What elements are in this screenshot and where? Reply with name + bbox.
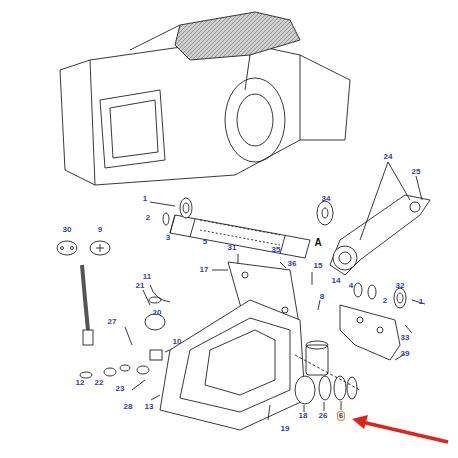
callout-number: 24 xyxy=(384,153,393,161)
callout-number: 30 xyxy=(63,226,72,234)
callout-number: 18 xyxy=(299,412,308,420)
callout-number: 12 xyxy=(76,379,85,387)
callout-number: 15 xyxy=(314,262,323,270)
callout-number: 6 xyxy=(337,411,345,421)
callout-number: 2 xyxy=(383,297,387,305)
callout-number: 20 xyxy=(153,309,162,317)
callout-number: 10 xyxy=(173,338,182,346)
callout-number: 2 xyxy=(146,214,150,222)
callout-number: 34 xyxy=(322,195,331,203)
callout-number: 27 xyxy=(108,318,117,326)
callout-number: 33 xyxy=(401,334,410,342)
callout-number: 26 xyxy=(319,412,328,420)
callout-number: A xyxy=(314,238,321,248)
callout-number: 29 xyxy=(401,350,410,358)
callout-number: 13 xyxy=(145,403,154,411)
callout-number: 9 xyxy=(98,226,102,234)
callout-number: 8 xyxy=(320,293,324,301)
callout-number: 25 xyxy=(412,168,421,176)
callout-number: 17 xyxy=(200,266,209,274)
callout-number: 4 xyxy=(349,282,353,290)
callout-number: 36 xyxy=(288,260,297,268)
callout-number: 32 xyxy=(396,282,405,290)
callout-number: 1 xyxy=(143,195,147,203)
callout-number: 31 xyxy=(228,244,237,252)
callout-number: 23 xyxy=(116,385,125,393)
callout-number: 1 xyxy=(419,298,423,306)
callout-number: 28 xyxy=(124,403,133,411)
callout-number: 21 xyxy=(136,282,145,290)
callout-number: 14 xyxy=(332,277,341,285)
callout-number: 19 xyxy=(281,425,290,433)
callout-number: 22 xyxy=(95,379,104,387)
callout-number: 3 xyxy=(166,234,170,242)
callout-number: 35 xyxy=(272,246,281,254)
callout-number: 11 xyxy=(143,273,151,281)
callout-number: 5 xyxy=(203,238,207,246)
